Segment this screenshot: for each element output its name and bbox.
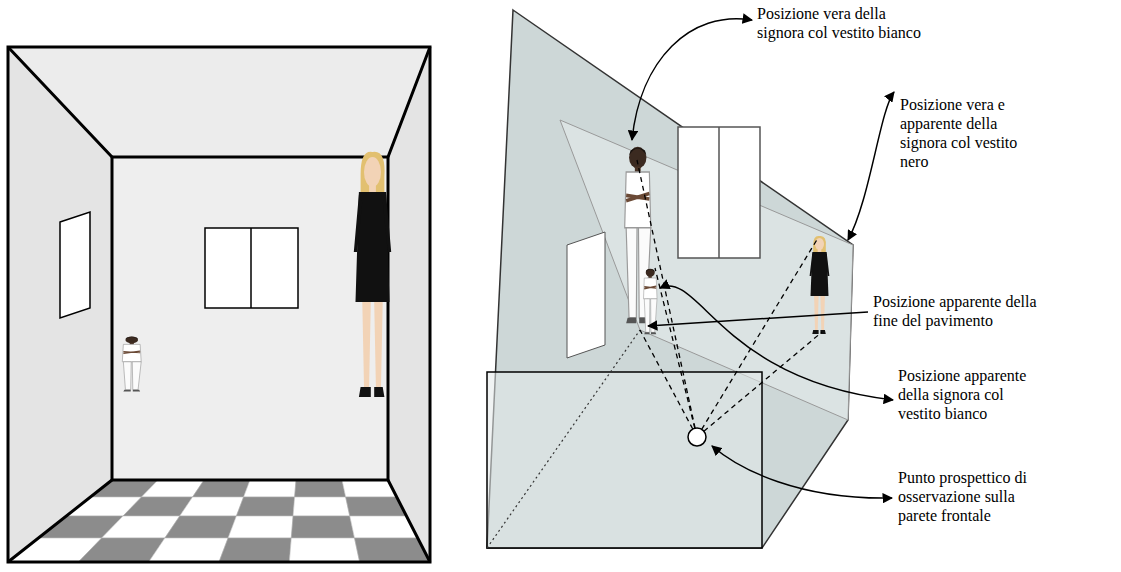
floor-tile	[149, 538, 228, 562]
floor-tile	[180, 497, 244, 516]
callout-label: Posizione vera e apparente della signora…	[900, 95, 1018, 171]
woman-black-dress	[354, 152, 391, 397]
woman-black	[810, 236, 830, 334]
checkerboard-floor	[8, 480, 430, 562]
ames-room-plan	[487, 10, 894, 548]
floor-tile	[193, 480, 250, 497]
woman-white-apparent	[644, 269, 658, 335]
floor-tile	[236, 497, 294, 516]
callout-label: Posizione vera della signora col vestito…	[757, 4, 927, 42]
floor-tile	[228, 516, 293, 538]
callout-label: Posizione apparente della fine del pavim…	[873, 292, 1041, 330]
floor-tile	[295, 480, 346, 497]
floor-tile	[291, 516, 354, 538]
floor-tile	[293, 497, 350, 516]
floor-tile	[244, 480, 296, 497]
callout-label: Punto prospettico di osservazione sulla …	[898, 468, 1038, 525]
floor-tile	[165, 516, 237, 538]
woman-white-dress	[122, 337, 141, 392]
floor-tile	[289, 538, 359, 562]
left-room	[8, 47, 430, 562]
floor-tile	[219, 538, 291, 562]
callout-label: Posizione apparente della signora col ve…	[898, 366, 1038, 423]
